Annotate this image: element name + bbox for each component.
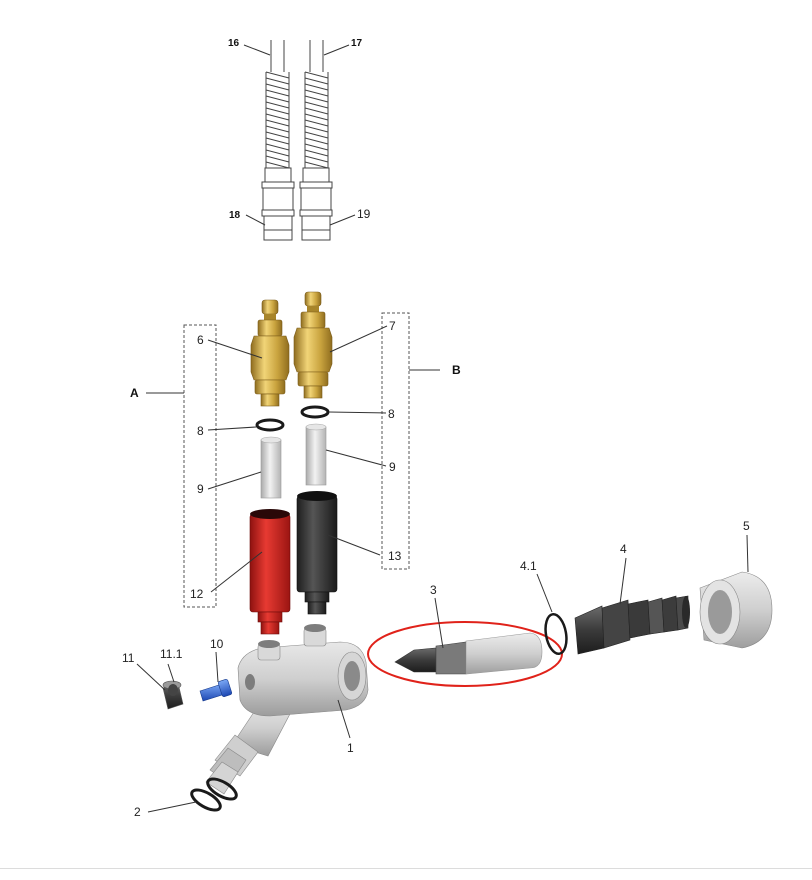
o-ring-4-1 xyxy=(544,612,568,656)
o-ring-8-left xyxy=(255,418,285,432)
label-1: 1 xyxy=(347,741,354,755)
label-11-1: 11.1 xyxy=(160,647,183,661)
label-19: 19 xyxy=(357,207,371,221)
hose-17 xyxy=(304,40,329,169)
label-10: 10 xyxy=(210,637,224,651)
label-8-left: 8 xyxy=(197,424,204,438)
plug-11 xyxy=(162,680,184,710)
brass-coupling-6 xyxy=(250,299,290,407)
label-3: 3 xyxy=(430,583,437,597)
insert-9-left xyxy=(260,436,282,499)
spring-coil-icon xyxy=(304,71,329,169)
label-8-right: 8 xyxy=(388,407,395,421)
spring-coil-icon xyxy=(265,71,290,169)
nozzle-3 xyxy=(394,632,543,675)
group-b-frame xyxy=(381,312,410,570)
label-9-right: 9 xyxy=(389,460,396,474)
label-5: 5 xyxy=(743,519,750,533)
group-a-frame xyxy=(183,324,217,608)
label-18: 18 xyxy=(229,210,241,221)
o-ring-8-right xyxy=(300,405,330,419)
red-sleeve-12 xyxy=(249,509,291,635)
brass-coupling-7 xyxy=(293,291,333,399)
black-sleeve-13 xyxy=(296,491,338,615)
group-label-b: B xyxy=(452,363,461,377)
nut-5 xyxy=(699,571,773,649)
label-6: 6 xyxy=(197,333,204,347)
fitting-18 xyxy=(261,167,295,241)
hose-connector-4 xyxy=(574,595,690,655)
label-7: 7 xyxy=(389,319,396,333)
gun-body-1 xyxy=(205,624,369,795)
label-2: 2 xyxy=(134,805,141,819)
label-9-left: 9 xyxy=(197,482,204,496)
bottom-divider xyxy=(0,868,812,869)
label-16: 16 xyxy=(228,38,240,49)
o-rings-2 xyxy=(190,777,238,812)
group-label-a: A xyxy=(130,386,139,400)
label-11: 11 xyxy=(122,651,135,665)
fitting-19 xyxy=(299,167,333,241)
hose-16 xyxy=(265,40,290,169)
insert-9-right xyxy=(305,423,327,486)
label-13: 13 xyxy=(388,549,402,563)
label-4: 4 xyxy=(620,542,627,556)
screw-10 xyxy=(199,679,233,702)
label-12: 12 xyxy=(190,587,204,601)
label-4-1: 4.1 xyxy=(520,559,537,573)
label-17: 17 xyxy=(351,38,363,49)
